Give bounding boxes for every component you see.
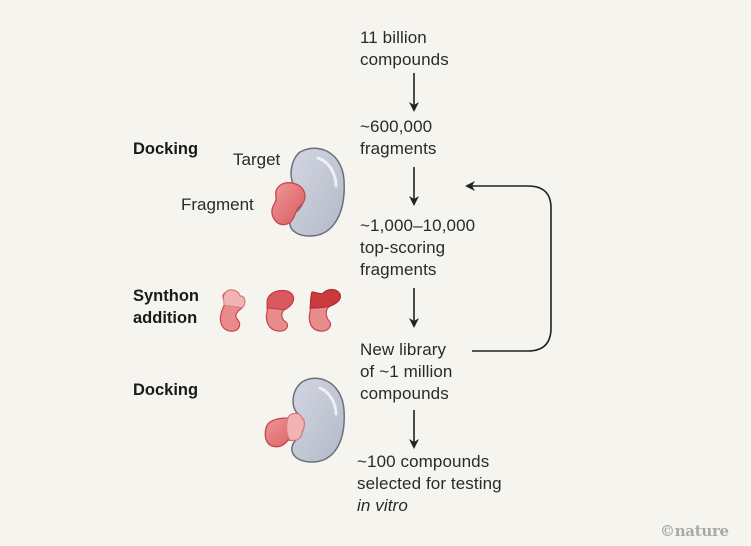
step-4-line1: New library bbox=[360, 340, 447, 359]
stage-docking-2-label: Docking bbox=[133, 381, 199, 399]
step-5-line2: selected for testing bbox=[357, 474, 502, 493]
step-1-line1: 11 billion bbox=[360, 28, 427, 47]
synthon-fragment-2-icon bbox=[265, 289, 295, 332]
synthon-fragment-1-icon bbox=[219, 289, 246, 332]
stage-synthon-line1: Synthon bbox=[133, 287, 199, 305]
step-1-line2: compounds bbox=[360, 50, 449, 69]
step-3-text: ~1,000–10,000 top-scoring fragments bbox=[360, 215, 475, 281]
stage-docking-1-label: Docking bbox=[133, 140, 199, 158]
docked-compound-icon bbox=[264, 412, 305, 448]
stage-synthon-addition-label: Synthon addition bbox=[133, 285, 199, 329]
fragment-icon bbox=[271, 182, 306, 226]
target-protein-docked-icon bbox=[291, 377, 345, 463]
step-3-line3: fragments bbox=[360, 260, 437, 279]
step-3-line1: ~1,000–10,000 bbox=[360, 216, 476, 235]
step-5-line1: ~100 compounds bbox=[357, 452, 490, 471]
feedback-loop-arrow bbox=[465, 181, 552, 352]
step-4-line2: of ~1 million bbox=[360, 362, 453, 381]
nature-credit: ©nature bbox=[660, 522, 729, 540]
step-2-line2: fragments bbox=[360, 139, 437, 158]
target-protein-icon bbox=[289, 147, 345, 237]
stage-synthon-line2: addition bbox=[133, 309, 198, 327]
synthon-fragment-3-icon bbox=[308, 288, 341, 332]
step-5-line3: in vitro bbox=[357, 496, 408, 515]
target-label: Target bbox=[233, 150, 281, 169]
step-3-line2: top-scoring bbox=[360, 238, 446, 257]
fragment-label: Fragment bbox=[181, 195, 254, 214]
step-4-text: New library of ~1 million compounds bbox=[360, 339, 452, 405]
step-2-text: ~600,000 fragments bbox=[360, 116, 437, 160]
step-1-text: 11 billion compounds bbox=[360, 27, 449, 71]
step-2-line1: ~600,000 bbox=[360, 117, 433, 136]
step-5-text: ~100 compounds selected for testing in v… bbox=[357, 451, 502, 517]
step-4-line3: compounds bbox=[360, 384, 449, 403]
